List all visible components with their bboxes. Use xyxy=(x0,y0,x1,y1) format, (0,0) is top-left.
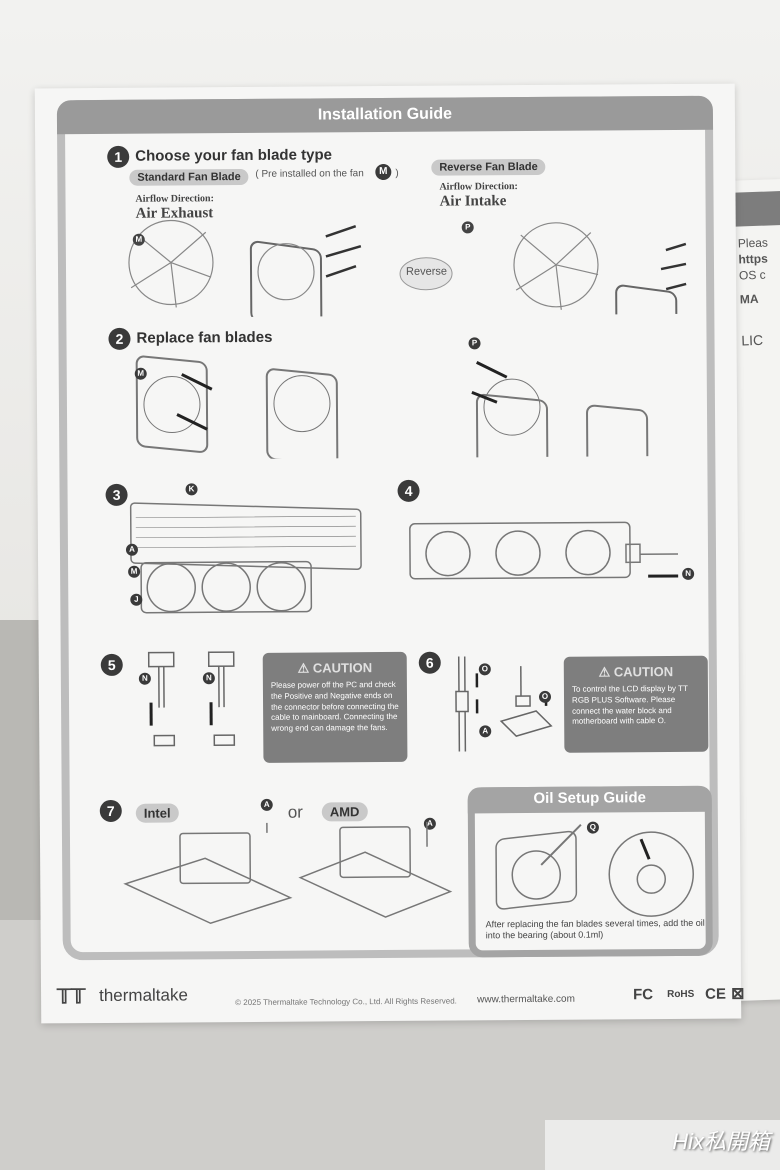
mark-p: P xyxy=(468,337,481,350)
airflow-label: Airflow Direction: xyxy=(439,181,518,193)
step-number: 2 xyxy=(108,327,131,350)
step2-illustration xyxy=(135,355,649,460)
rohs-icon: RoHS xyxy=(667,988,695,1001)
step6-cable-illustration xyxy=(455,656,553,752)
step1-illustration xyxy=(128,219,687,318)
oil-setup-instructions: After replacing the fan blades several t… xyxy=(485,917,705,941)
caution-title: ⚠ CAUTION xyxy=(297,660,373,676)
caution-body: To control the LCD display by TT RGB PLU… xyxy=(571,683,688,727)
side-sheet-line: OS c xyxy=(738,267,766,283)
reverse-blade-label: Reverse Fan Blade xyxy=(431,158,546,176)
thermaltake-logo-icon: 𝕋𝕋 xyxy=(57,986,86,1009)
step4-radiator-illustration xyxy=(409,521,679,580)
intel-label: Intel xyxy=(135,803,179,823)
mark-m: M xyxy=(128,565,141,578)
copyright-text: © 2025 Thermaltake Technology Co., Ltd. … xyxy=(235,996,457,1008)
weee-icon: ⊠ xyxy=(731,985,745,1003)
standard-note: ( Pre installed on the fan xyxy=(255,168,364,180)
mark-a: A xyxy=(479,725,492,738)
ce-icon: CE xyxy=(705,985,726,1003)
step1-heading: Choose your fan blade type xyxy=(135,146,332,165)
mark-j: J xyxy=(130,593,143,606)
mark-n: N xyxy=(202,672,215,685)
mark-q: Q xyxy=(586,821,599,834)
badge-m: M xyxy=(375,163,392,181)
mark-a: A xyxy=(260,798,273,811)
step5-connector-illustration xyxy=(147,651,236,747)
amd-label: AMD xyxy=(321,802,368,822)
airflow-label: Airflow Direction: xyxy=(135,193,214,205)
side-sheet-line: Pleas xyxy=(737,235,769,251)
step3-radiator-illustration xyxy=(129,502,362,614)
tray xyxy=(545,1120,780,1170)
mark-m: M xyxy=(134,367,147,380)
step5-caution: ⚠ CAUTION Please power off the PC and ch… xyxy=(262,651,408,763)
brand-name: thermaltake xyxy=(99,985,188,1006)
mark-o: O xyxy=(538,690,552,703)
step2-heading: Replace fan blades xyxy=(136,328,273,347)
standard-blade-label: Standard Fan Blade xyxy=(129,168,249,186)
oil-illustration xyxy=(495,823,694,917)
step-number: 5 xyxy=(100,653,123,677)
caution-body: Please power off the PC and check the Po… xyxy=(270,679,399,734)
step-number: 7 xyxy=(99,799,122,823)
mark-n: N xyxy=(138,672,151,685)
watermark-text: Hix私開箱 xyxy=(672,1129,770,1154)
step6-caution: ⚠ CAUTION To control the LCD display by … xyxy=(563,655,709,753)
airflow-intake: Air Intake xyxy=(439,193,507,210)
mark-o: O xyxy=(478,663,491,676)
mark-a: A xyxy=(125,543,139,556)
mark-m: M xyxy=(132,233,145,246)
oil-setup-title: Oil Setup Guide xyxy=(467,785,712,814)
or-label: or xyxy=(287,802,303,822)
reverse-sticker: Reverse xyxy=(405,265,448,278)
mark-n: N xyxy=(682,567,695,580)
standard-note-end: ) xyxy=(395,167,399,179)
step7-cpu-mount-illustration xyxy=(123,821,453,925)
mark-k: K xyxy=(185,483,198,496)
guide-title: Installation Guide xyxy=(56,95,714,135)
mark-p: P xyxy=(461,221,474,234)
side-sheet-line: LIC xyxy=(741,331,764,349)
side-sheet-line: https xyxy=(738,251,769,267)
caution-title: ⚠ CAUTION xyxy=(598,664,674,680)
step-number: 6 xyxy=(418,651,441,674)
installation-guide-sheet: Installation Guide 1 Choose your fan bla… xyxy=(34,83,745,1024)
fcc-icon: FC xyxy=(633,986,654,1004)
website-text: www.thermaltake.com xyxy=(477,993,575,1006)
step-number: 4 xyxy=(397,479,420,502)
step-number: 1 xyxy=(107,145,130,168)
oil-setup-guide: Oil Setup Guide Q After replacing the fa… xyxy=(467,785,713,958)
step-number: 3 xyxy=(105,483,128,506)
side-sheet-line: MA xyxy=(739,291,759,307)
